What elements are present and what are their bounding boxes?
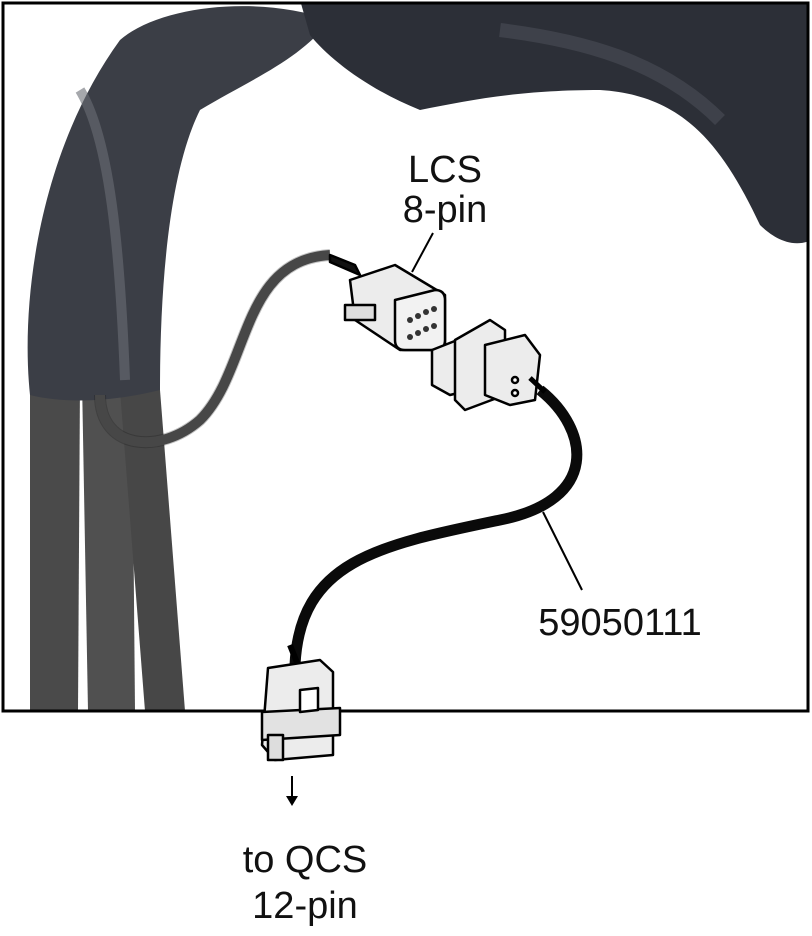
mating-8pin-connector [430,318,547,412]
down-arrow-icon [286,776,298,806]
qcs-label-line1: to QCS [242,839,368,881]
fabric-sleeve-top [300,3,808,244]
lcs-label-line1: LCS [408,149,482,191]
part-leader-line [542,511,583,591]
lcs-label: LCS 8-pin [385,150,505,230]
harness-cables [30,380,185,711]
qcs-label: to QCS 12-pin [210,840,400,926]
photo-frame [1,1,810,713]
lcs-leader-line [411,232,434,273]
part-number-label: 59050111 [538,602,702,644]
lcs-label-line2: 8-pin [402,189,488,231]
qcs-12pin-connector [260,643,342,762]
grey-cable [95,250,331,448]
lcs-8pin-connector [328,253,447,352]
fabric-sleeve [27,6,330,401]
black-cable-59050111 [289,385,583,666]
qcs-label-line2: 12-pin [252,885,358,927]
